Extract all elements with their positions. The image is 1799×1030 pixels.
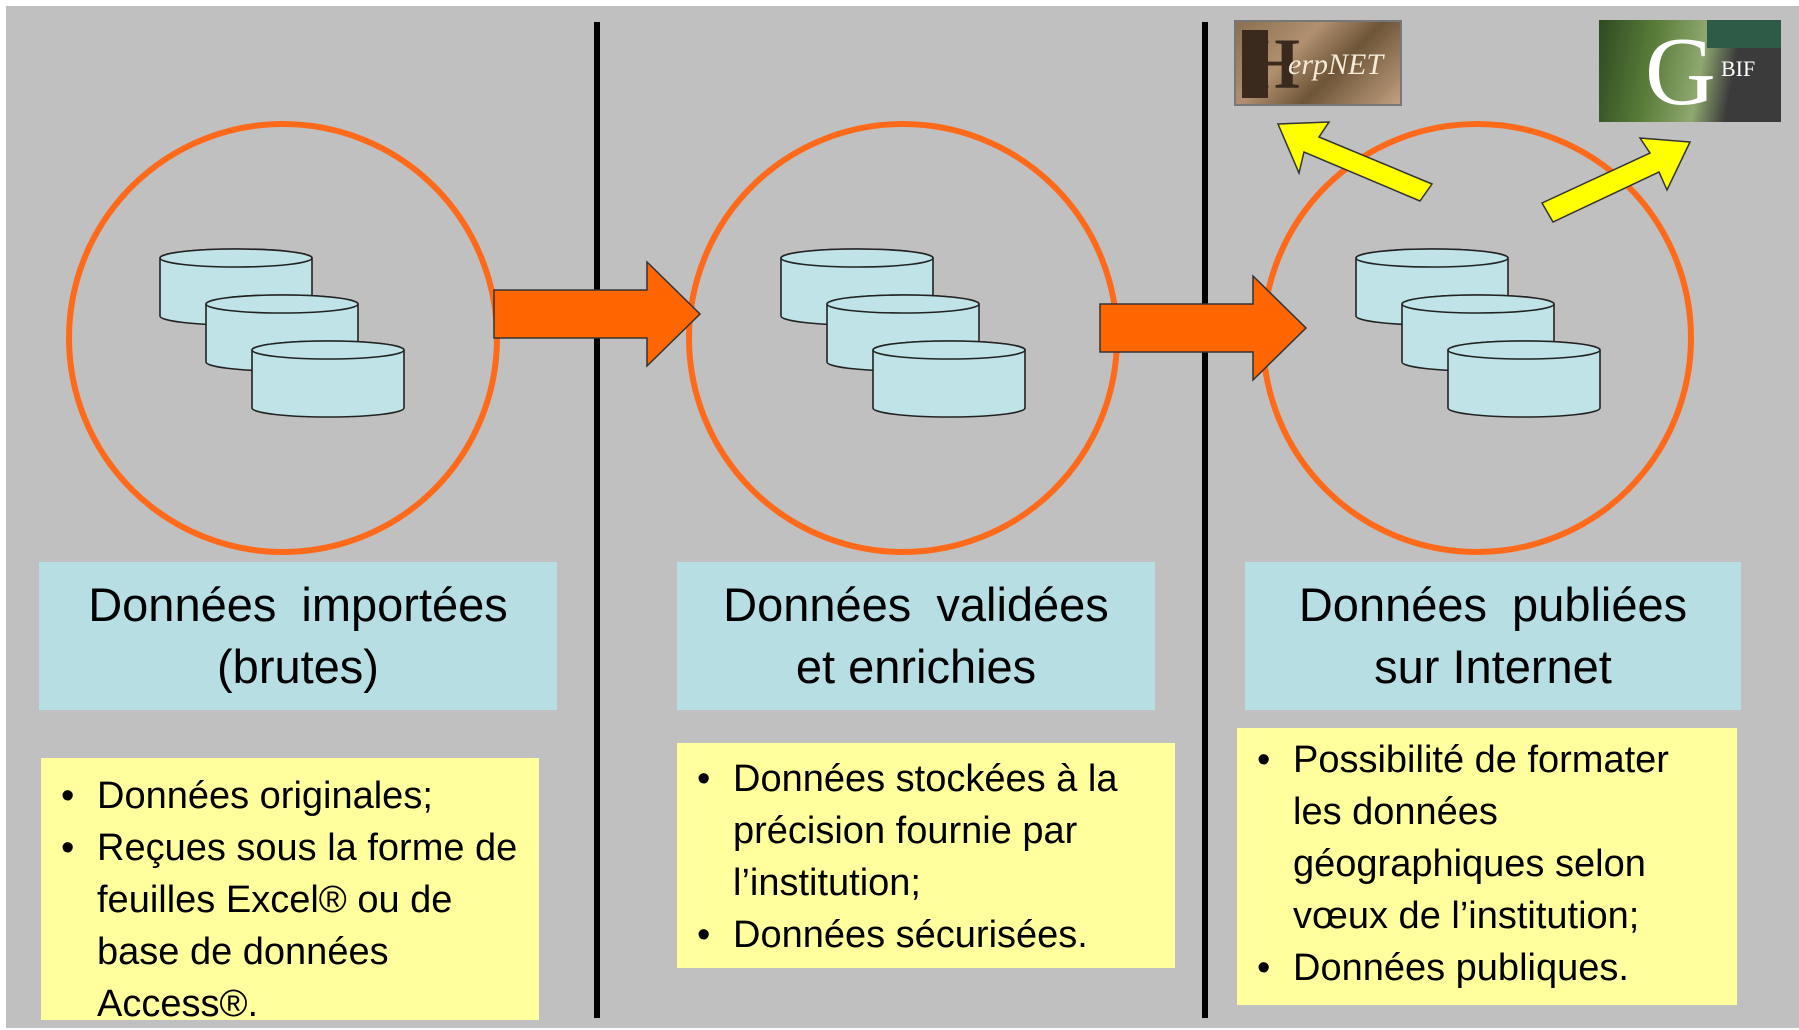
database-cylinder-top: [205, 294, 359, 314]
note-item: Données stockées à la précision fournie …: [677, 753, 1175, 909]
note-item: Reçues sous la forme de feuilles Excel® …: [41, 822, 539, 1030]
note-item: Données originales;: [41, 770, 539, 822]
flow-arrow-icon: [493, 260, 702, 368]
database-stack-icon: [159, 248, 405, 418]
flow-arrow-icon: [1099, 274, 1308, 382]
database-stack-icon: [780, 248, 1026, 418]
gbif-logo: G BIF: [1599, 20, 1781, 122]
database-cylinder-top: [1401, 294, 1555, 314]
herpnet-logo-text: erpNET: [1288, 48, 1384, 81]
gbif-logo-text: BIF: [1721, 56, 1756, 81]
herpnet-logo-letter: H: [1244, 24, 1301, 104]
note-item: Possibilité de formater les données géog…: [1237, 734, 1737, 942]
database-cylinder-top: [872, 340, 1026, 360]
database-cylinder-top: [159, 248, 313, 268]
gbif-logo-letter: G: [1645, 20, 1716, 122]
database-cylinder-top: [251, 340, 405, 360]
database-cylinder-top: [780, 248, 934, 268]
stage-title-imported: Données importées (brutes): [39, 562, 557, 710]
database-cylinder-top: [1447, 340, 1601, 360]
database-stack-icon: [1355, 248, 1601, 418]
publish-arrow-icon: [1276, 121, 1434, 202]
stage-notes-validated: Données stockées à la précision fournie …: [677, 743, 1175, 968]
note-item: Données publiques.: [1237, 942, 1737, 994]
stage-title-published: Données publiées sur Internet: [1245, 562, 1741, 710]
herpnet-logo: H erpNET: [1234, 20, 1402, 106]
publish-arrow-icon: [1540, 137, 1692, 223]
database-cylinder-top: [1355, 248, 1509, 268]
stage-notes-published: Possibilité de formater les données géog…: [1237, 728, 1737, 1005]
stage-title-validated: Données validées et enrichies: [677, 562, 1155, 710]
database-cylinder-top: [826, 294, 980, 314]
stage-notes-imported: Données originales; Reçues sous la forme…: [41, 758, 539, 1025]
note-item: Données sécurisées.: [677, 909, 1175, 961]
